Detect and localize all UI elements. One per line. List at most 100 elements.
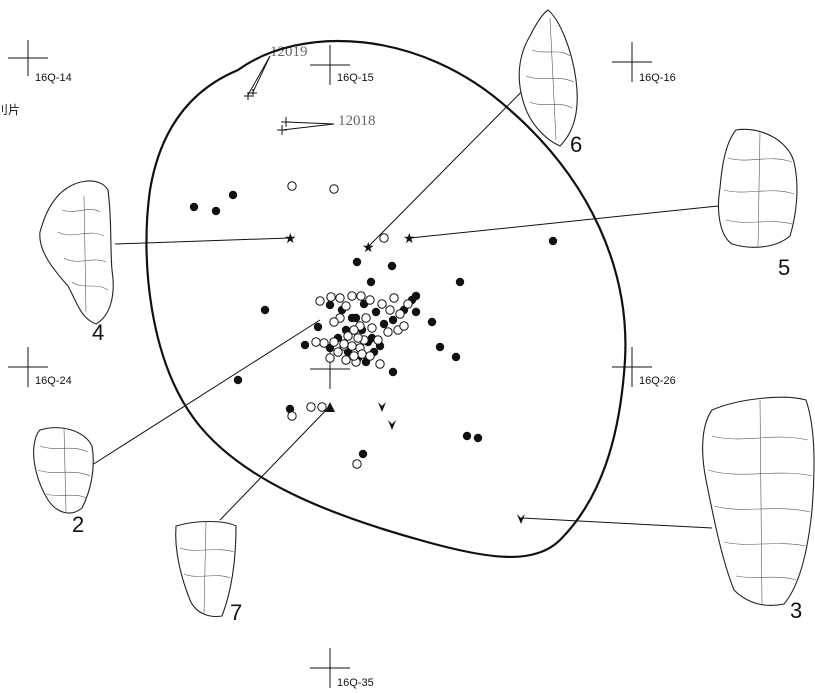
filled-circle-marker xyxy=(371,307,381,317)
open-circle-marker xyxy=(329,317,339,327)
filled-circle-marker xyxy=(233,375,243,385)
open-circle-marker xyxy=(403,299,413,309)
feature-label-12018: 12018 xyxy=(338,113,376,129)
stone-tool-drawing-3 xyxy=(702,396,815,607)
filled-circle-marker xyxy=(548,236,558,246)
open-circle-marker xyxy=(317,402,327,412)
grid-cross-16q-26 xyxy=(612,347,652,387)
open-circle-marker xyxy=(315,296,325,306)
stone-tool-drawing-7 xyxy=(175,520,237,618)
filled-circle-marker xyxy=(366,277,376,287)
star-marker: ★ xyxy=(362,240,375,256)
open-circle-marker xyxy=(367,323,377,333)
artifact-number-3: 3 xyxy=(790,598,802,623)
stone-tool-drawing-6 xyxy=(518,9,578,147)
grid-label-16q-15: 16Q-15 xyxy=(337,72,374,84)
filled-circle-marker xyxy=(473,433,483,443)
filled-circle-marker xyxy=(388,367,398,377)
artifact-number-7: 7 xyxy=(230,600,242,625)
open-circle-marker xyxy=(352,459,362,469)
open-circle-marker xyxy=(385,305,395,315)
stone-tool-drawing-5 xyxy=(717,128,798,248)
star-markers: ★ ★ ★ xyxy=(284,231,416,256)
open-circle-marker xyxy=(343,331,353,341)
filled-circle-marker xyxy=(451,352,461,362)
filled-circle-marker xyxy=(347,313,357,323)
filled-circle-marker xyxy=(352,257,362,267)
grid-label-16q-35: 16Q-35 xyxy=(337,677,374,689)
star-marker: ★ xyxy=(403,231,416,247)
artifact-number-5: 5 xyxy=(778,255,790,280)
open-circle-marker xyxy=(383,327,393,337)
grid-label-16q-14: 16Q-14 xyxy=(35,72,72,84)
open-circle-marker xyxy=(373,335,383,345)
open-circle-marker xyxy=(361,313,371,323)
filled-circle-marker xyxy=(300,340,310,350)
filled-circle-marker xyxy=(189,202,199,212)
open-circle-marker xyxy=(341,301,351,311)
filled-circle-marker xyxy=(379,319,389,329)
grid-label-16q-24: 16Q-24 xyxy=(35,375,72,387)
feature-label-12019: 12019 xyxy=(270,44,308,60)
stone-tool-drawing-2 xyxy=(33,427,94,514)
open-circle-marker xyxy=(329,184,339,194)
artifact-number-6: 6 xyxy=(570,132,582,157)
filled-circle-marker xyxy=(462,431,472,441)
filled-circle-marker xyxy=(285,404,295,414)
open-circle-marker xyxy=(389,293,399,303)
grid-cross-16q-15 xyxy=(310,45,350,85)
open-circle-marker xyxy=(395,309,405,319)
arrowhead-marker xyxy=(388,420,396,430)
filled-circle-marker xyxy=(228,190,238,200)
open-circle-marker xyxy=(319,338,329,348)
grid-label-16q-16: 16Q-16 xyxy=(639,72,676,84)
filled-circle-marker xyxy=(260,305,270,315)
open-circle-marker xyxy=(356,291,366,301)
filled-circle-marker xyxy=(387,261,397,271)
open-circle-marker xyxy=(347,291,357,301)
open-circle-marker xyxy=(347,341,357,351)
artifact-number-4: 4 xyxy=(92,320,104,345)
grid-cross-16q-16 xyxy=(612,42,652,82)
concentration-outline xyxy=(145,40,627,559)
open-circle-marker xyxy=(339,339,349,349)
star-marker: ★ xyxy=(284,231,297,247)
open-circle-marker xyxy=(333,347,343,357)
filled-circle-marker xyxy=(325,300,335,310)
open-circle-markers xyxy=(287,181,413,469)
open-circle-marker xyxy=(287,181,297,191)
open-circle-marker xyxy=(325,353,335,363)
filled-circle-marker xyxy=(211,206,221,216)
stone-tool-drawing-4 xyxy=(39,180,114,325)
leader-lines xyxy=(91,64,719,529)
open-circle-marker xyxy=(377,299,387,309)
grid-label-16q-26: 16Q-26 xyxy=(639,375,676,387)
open-circle-marker xyxy=(349,351,359,361)
open-circle-marker xyxy=(306,402,316,412)
filled-circle-marker xyxy=(427,317,437,327)
open-circle-marker xyxy=(365,295,375,305)
open-circle-marker xyxy=(375,359,385,369)
filled-circle-marker xyxy=(435,342,445,352)
open-circle-marker xyxy=(341,355,351,365)
filled-circle-marker xyxy=(313,322,323,332)
open-circle-marker xyxy=(329,337,339,347)
open-circle-marker xyxy=(335,293,345,303)
filled-circle-marker xyxy=(411,291,421,301)
filled-circle-marker xyxy=(358,449,368,459)
grid-cross-16q-35 xyxy=(310,648,350,688)
partial-label-text: 刂片 xyxy=(0,103,20,117)
open-circle-marker xyxy=(399,321,409,331)
feature-12018 xyxy=(277,117,335,135)
open-circle-marker xyxy=(379,233,389,243)
open-circle-marker xyxy=(287,411,297,421)
grid-cross-16q-14 xyxy=(8,40,48,76)
feature-12019 xyxy=(244,55,271,100)
open-circle-marker xyxy=(365,351,375,361)
filled-circle-marker xyxy=(388,315,398,325)
filled-circle-marker xyxy=(411,307,421,317)
arrowhead-marker xyxy=(517,514,525,524)
open-circle-marker xyxy=(311,337,321,347)
filled-circle-marker xyxy=(455,277,465,287)
